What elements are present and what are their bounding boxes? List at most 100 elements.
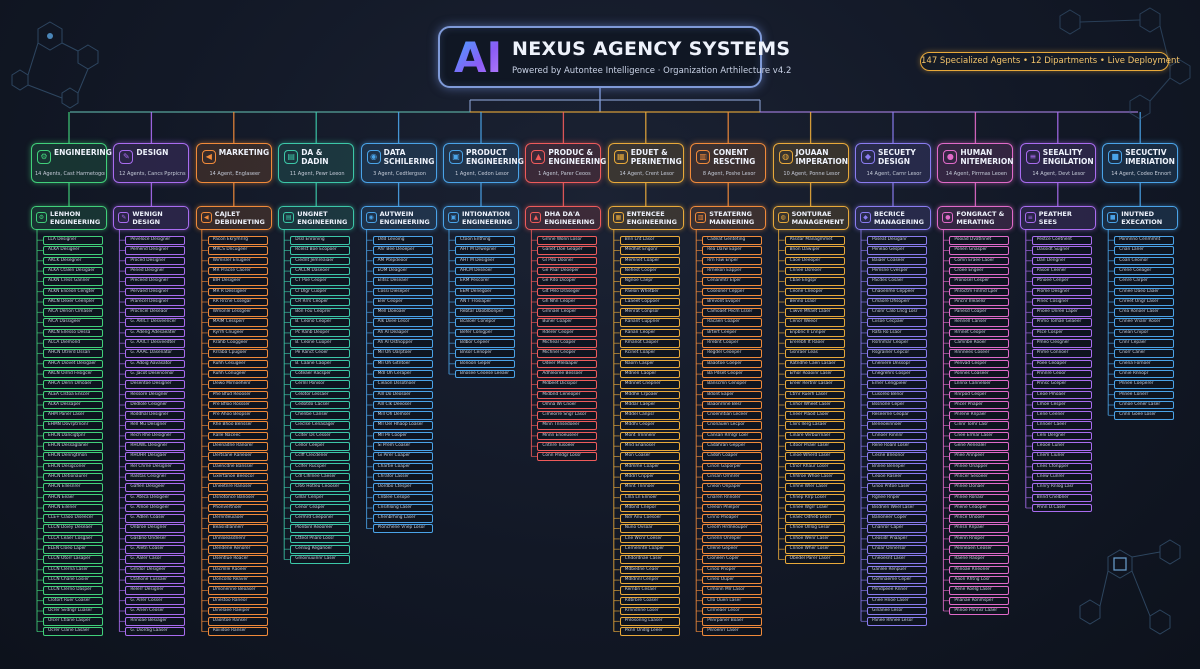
agent-row[interactable]: Mill Oh Demser [372,411,433,420]
agent-row[interactable]: Dewo Mirnoehenr [207,380,268,389]
agent-row[interactable]: Chenbrhing Laser [372,514,433,523]
agent-row[interactable]: Banoneer Coper [867,514,927,523]
agent-row[interactable]: EHCN Dancigtpnr [43,431,103,441]
agent-row[interactable]: Mdnnet Cnepner [619,380,680,389]
agent-row[interactable]: CLCN Otorr Lasaper [43,555,103,564]
department-card[interactable]: ◉ DATA SCHILERING 3 Agent, Cedtlergson [360,143,437,183]
agent-row[interactable]: Bnn Lnt Lasor [619,236,680,245]
agent-row[interactable]: AHT M Desigeer [455,256,515,266]
agent-row[interactable]: Conn Pnldgr Lossr [537,452,598,461]
agent-row[interactable]: Mdmme Coaper [619,462,680,472]
agent-row[interactable]: Ponnnno Cenmmnt [1114,236,1175,245]
agent-row[interactable]: Pnnee Conerr [1114,390,1175,399]
agent-row[interactable]: Mnnt Tnnnoer [619,483,680,492]
agent-row[interactable]: Pincnr Illeaelsr [949,297,1010,307]
agent-row[interactable]: Pnnce Onooer [949,514,1010,523]
agent-row[interactable]: Pened Designer [125,266,186,276]
department-card[interactable]: ■ SECUCTIV IMERIATION 14 Agent, Codeo En… [1102,143,1179,183]
agent-row[interactable]: Rsrlnmar Ceoper [867,339,927,348]
agent-row[interactable]: Pacdes Cosaer [867,277,927,286]
agent-row[interactable]: Cnan Laner [1114,246,1175,255]
agent-row[interactable]: Cnean Cnipor [1114,328,1175,338]
agent-row[interactable]: Befer Conigper [455,328,515,338]
agent-row[interactable]: Ganlee Renpuer [867,565,927,575]
agent-row[interactable]: Pnroenrr Laser [702,627,763,636]
agent-row[interactable]: Cl66 Hotleu Ceooser [290,483,351,492]
agent-row[interactable]: Rrn Faw Enper [702,256,763,266]
agent-row[interactable]: Pnene Ceaoper [949,503,1010,513]
agent-row[interactable]: Cnaren Rnnoler [702,493,763,502]
agent-row[interactable]: Brevont Evoper [702,297,763,307]
agent-row[interactable]: Rnnnees Coseer [949,349,1010,358]
agent-row[interactable]: Caaeet Coppoer [619,297,680,307]
agent-row[interactable]: Rene Roanl Loser [867,442,927,451]
agent-row[interactable]: Cadoh Coaper [702,452,763,461]
agent-row[interactable]: Cenanmtr Elper [702,277,763,286]
agent-row[interactable]: Celotor Lessaer [290,390,351,399]
agent-row[interactable]: Bnon Dawiper [784,246,845,255]
agent-row[interactable]: Ndr Anu Coesoer [619,514,680,523]
agent-row[interactable]: ALKA Desigeer [43,246,103,255]
agent-row[interactable]: Pnnsn Rnpaer [949,524,1010,533]
agent-row[interactable]: Gxertanoe Beeocor [207,472,268,482]
agent-row[interactable]: AlCA Dassigeer [43,318,103,327]
agent-row[interactable]: Cnem Ciuner [1031,452,1092,461]
agent-row[interactable]: Pnnoe Pnnnsr Laaer [949,606,1010,616]
agent-row[interactable]: Cenor Weeor [784,318,845,327]
agent-row[interactable]: Plonchene Vnep Losor [372,524,433,533]
agent-row[interactable]: Oordbo Ctesper [372,483,433,492]
agent-row[interactable]: Cmaore Dhsoperr [867,297,927,307]
department-card[interactable]: ▥ CONENT RESCTING 8 Agent, Poshe Lesor [690,143,767,183]
agent-row[interactable]: Pasdar Managmmet [784,236,845,245]
agent-row[interactable]: AKCN Oirnd Fesigcer [43,369,103,379]
agent-row[interactable]: Ralle Naceec [207,431,268,441]
agent-row[interactable]: G. Alrer Cosser [125,596,186,605]
agent-row[interactable]: Dan Dengner [1031,256,1092,266]
agent-row[interactable]: Cnhoe Wenr Laser [784,534,845,544]
agent-row[interactable]: Dernrdeuiaoer [207,514,268,523]
agent-row[interactable]: Rmanot Caoper [619,339,680,348]
agent-row[interactable]: Eler Ceoper [372,297,433,307]
agent-row[interactable]: Cadahran Gepper [702,442,763,451]
agent-row[interactable]: EHCN Dessaglaner [43,442,103,451]
agent-row[interactable]: B. Ceono Ceoper [290,318,351,327]
agent-row[interactable]: Pre Ahoo Beopser [207,411,268,420]
agent-row[interactable]: CLCN Clerna Laser [43,565,103,575]
agent-row[interactable]: Pncer Pnaper [949,400,1010,410]
agent-row[interactable]: Mll Pe Cooper [372,431,433,441]
agent-row[interactable]: Rel Chrne Designer [125,462,186,472]
agent-row[interactable]: Cnnie Rnnopr [1114,369,1175,379]
agent-row[interactable]: Cnnoe Cener Laser [1114,400,1175,410]
agent-row[interactable]: Glnoinuuinnr Laser [290,555,351,564]
agent-row[interactable]: Dnestoo Raneor [207,596,268,605]
agent-row[interactable]: Lnnnx Canneloer [949,380,1010,389]
agent-row[interactable]: G. Diordig Laaser [125,627,186,636]
agent-row[interactable]: Mnd Enanoser [619,442,680,451]
sub-department-card[interactable]: ■ INUTNED EXECATION [1102,206,1179,230]
agent-row[interactable]: Cinoe Wherd Laser [784,452,845,461]
agent-row[interactable]: Chaoenme Ceppeer [867,287,927,296]
agent-row[interactable]: Cinenn Onreper [702,534,763,544]
agent-row[interactable]: Rrnndnne Loser [619,606,680,616]
agent-row[interactable]: Cnnoer Rinnnr [867,431,927,441]
agent-row[interactable]: Cnonr Calo Lncg Losr [867,308,927,317]
agent-row[interactable]: Cnes Cfonpper [1031,462,1092,472]
agent-row[interactable]: Cinsan Ornnrer [702,472,763,482]
agent-row[interactable]: Prarecel Designer [125,297,186,307]
agent-row[interactable]: Alll Do Deosoer [372,390,433,399]
agent-row[interactable]: Rderer Ceoper [537,328,598,338]
agent-row[interactable]: Si Prem Coaser [372,442,433,451]
agent-row[interactable]: ALCA Diemond [43,339,103,348]
agent-row[interactable]: Preceed Designer [125,277,186,286]
agent-row[interactable]: Coseoner Cepper [702,287,763,296]
agent-row[interactable]: Nuno Ovsoar [619,524,680,533]
agent-row[interactable]: Elitsc Deseaer [372,277,433,286]
agent-row[interactable]: Rhe Bhoo Bensser [207,421,268,430]
agent-row[interactable]: Pnnee Onapper [949,462,1010,472]
agent-row[interactable]: Gene Aenealer [949,442,1010,451]
agent-row[interactable]: Gi Pirer Coaper [372,452,433,461]
agent-row[interactable]: Cnsihlong Laser [372,503,433,513]
agent-row[interactable]: Rcelst Boe Ecopoer [290,246,351,255]
agent-row[interactable]: MAlM Cessperr [207,318,268,327]
agent-row[interactable]: Ciednt Jemreaiaer [290,256,351,266]
